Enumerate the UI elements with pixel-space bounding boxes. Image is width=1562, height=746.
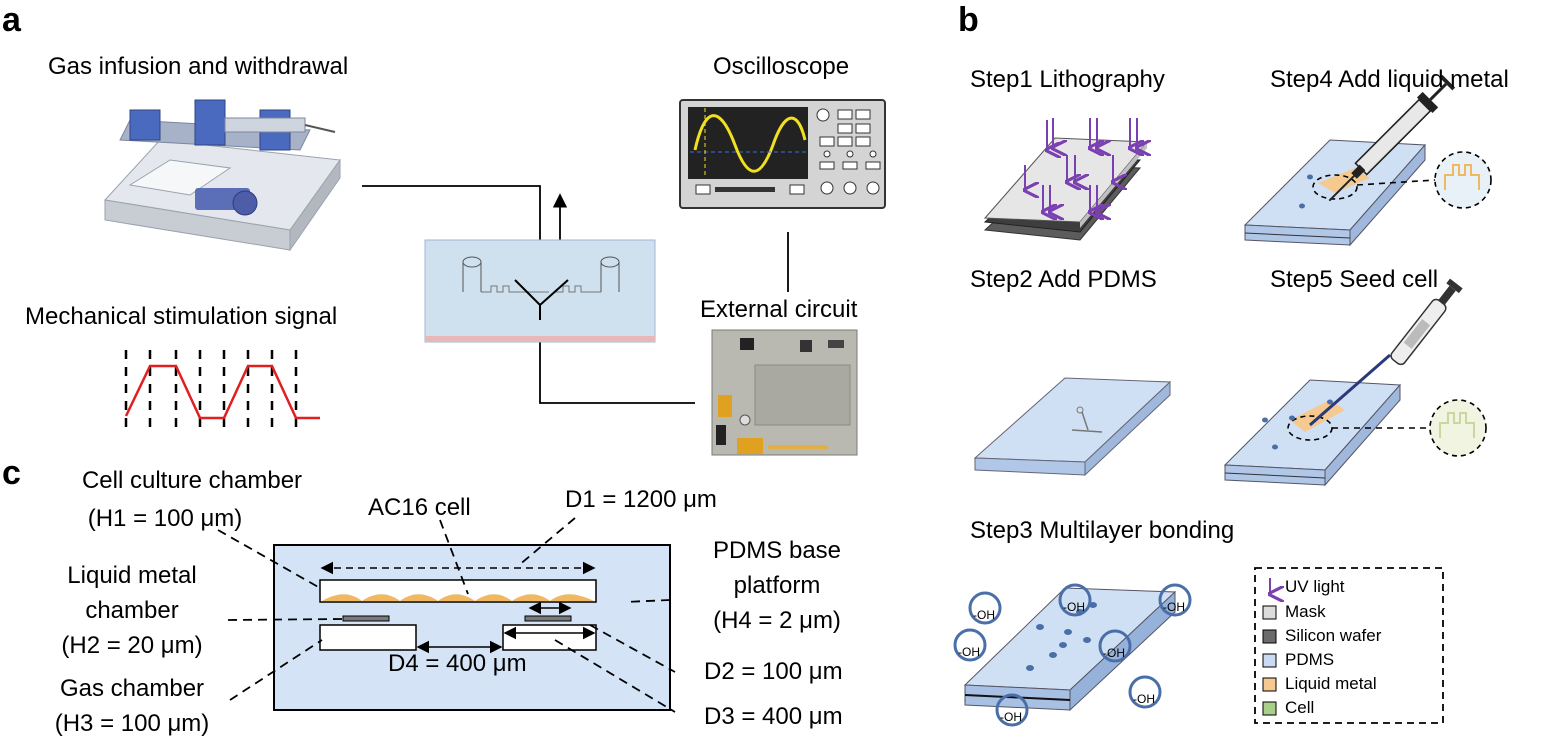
hydroxyl-label: -OH: [1133, 692, 1155, 706]
panel-label-c: c: [2, 454, 21, 492]
liquid-metal-illustration: [1243, 74, 1492, 247]
bonding-illustration: [953, 583, 1192, 727]
step2-label: Step2 Add PDMS: [970, 266, 1157, 293]
pdms-height-label: (H4 = 2 μm): [713, 607, 841, 634]
panel-label-b: b: [958, 1, 979, 39]
microfluidic-chip: [424, 239, 656, 343]
cell-culture-chamber-label: Cell culture chamber: [81, 467, 303, 494]
d4-dimension-label: D4 = 400 μm: [388, 650, 527, 677]
pdms-platform-label: platform: [733, 572, 821, 599]
gas-chamber-height-label: (H3 = 100 μm): [54, 710, 210, 737]
liquid-metal-chamber-label-2: chamber: [85, 597, 179, 624]
legend-liquid-metal: Liquid metal: [1285, 674, 1377, 693]
cell-culture-height-label: (H1 = 100 μm): [87, 505, 243, 532]
mechanical-signal-plot: [124, 350, 320, 432]
legend-box: [1254, 567, 1444, 724]
cross-section-diagram: [217, 517, 676, 713]
pdms-base-label: PDMS base: [712, 537, 842, 564]
d3-dimension-label: D3 = 400 μm: [704, 703, 843, 730]
liquid-metal-height-label: (H2 = 20 μm): [61, 632, 203, 659]
legend-uv-light: UV light: [1285, 577, 1345, 596]
lithography-illustration: [983, 118, 1147, 241]
liquid-metal-chamber-label: Liquid metal: [67, 562, 197, 589]
legend-silicon-wafer: Silicon wafer: [1285, 626, 1382, 645]
legend-pdms: PDMS: [1285, 650, 1335, 669]
step5-label: Step5 Seed cell: [1270, 266, 1439, 293]
gas-infusion-title: Gas infusion and withdrawal: [48, 53, 349, 80]
oscilloscope-illustration: [679, 99, 886, 209]
hydroxyl-label: -OH: [1103, 646, 1125, 660]
seed-cell-illustration: [1223, 278, 1487, 487]
oscilloscope-title: Oscilloscope: [713, 53, 850, 80]
step4-label: Step4 Add liquid metal: [1270, 66, 1509, 93]
step1-label: Step1 Lithography: [970, 66, 1165, 93]
d2-dimension-label: D2 = 100 μm: [704, 658, 843, 685]
external-circuit-title: External circuit: [700, 296, 858, 323]
pdms-slab-illustration: [973, 377, 1172, 477]
hydroxyl-label: -OH: [958, 645, 980, 659]
syringe-pump-illustration: [104, 99, 341, 252]
step3-label: Step3 Multilayer bonding: [970, 517, 1235, 544]
hydroxyl-label: -OH: [973, 608, 995, 622]
gas-chamber-label: Gas chamber: [59, 675, 205, 702]
legend-cell: Cell: [1285, 698, 1315, 717]
mechanical-signal-title: Mechanical stimulation signal: [25, 303, 338, 330]
legend-mask: Mask: [1285, 602, 1326, 621]
hydroxyl-label: -OH: [1163, 600, 1185, 614]
hydroxyl-label: -OH: [1000, 710, 1022, 724]
ac16-cell-label: AC16 cell: [368, 494, 471, 521]
hydroxyl-label: -OH: [1063, 600, 1085, 614]
d1-dimension-label: D1 = 1200 μm: [565, 486, 717, 513]
circuit-board-illustration: [711, 329, 858, 456]
panel-label-a: a: [2, 1, 21, 39]
